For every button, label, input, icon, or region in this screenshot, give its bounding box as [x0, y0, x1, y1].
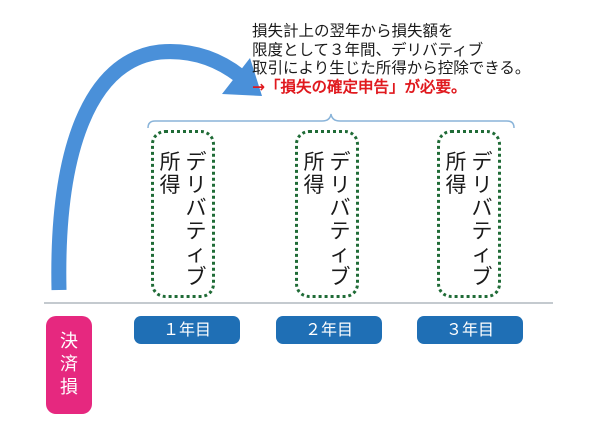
income-box-label: デリバティブ [185, 150, 207, 289]
year-3-label: ３年目 [417, 316, 523, 344]
income-box-label: デリバティブ [471, 150, 493, 289]
income-box-label: デリバティブ [329, 150, 351, 289]
income-box-sublabel: 所得 [445, 150, 467, 197]
note-line-3: 取引により生じた所得から控除できる。 [252, 59, 531, 77]
settlement-loss-label: 決済損 [46, 316, 92, 414]
derivative-income-box-year3: デリバティブ 所得 [437, 130, 501, 298]
note-highlight: →「損失の確定申告」が必要。 [252, 77, 467, 96]
derivative-income-box-year2: デリバティブ 所得 [295, 130, 359, 298]
years-brace [147, 113, 515, 129]
year-2-label: ２年目 [276, 316, 382, 344]
note-line-2: 限度として３年間、デリバティブ [252, 40, 484, 59]
income-box-sublabel: 所得 [303, 150, 325, 197]
carryover-note: 損失計上の翌年から損失額を 限度として３年間、デリバティブ 取引により生じた所得… [252, 22, 592, 96]
carryover-arrow [51, 44, 245, 291]
income-box-sublabel: 所得 [159, 150, 181, 197]
derivative-income-box-year1: デリバティブ 所得 [151, 130, 215, 298]
year-1-label: １年目 [134, 316, 240, 344]
settlement-loss-text: 決済損 [60, 331, 78, 398]
note-line-1: 損失計上の翌年から損失額を [252, 22, 454, 40]
carryover-arrow-head [222, 58, 262, 96]
